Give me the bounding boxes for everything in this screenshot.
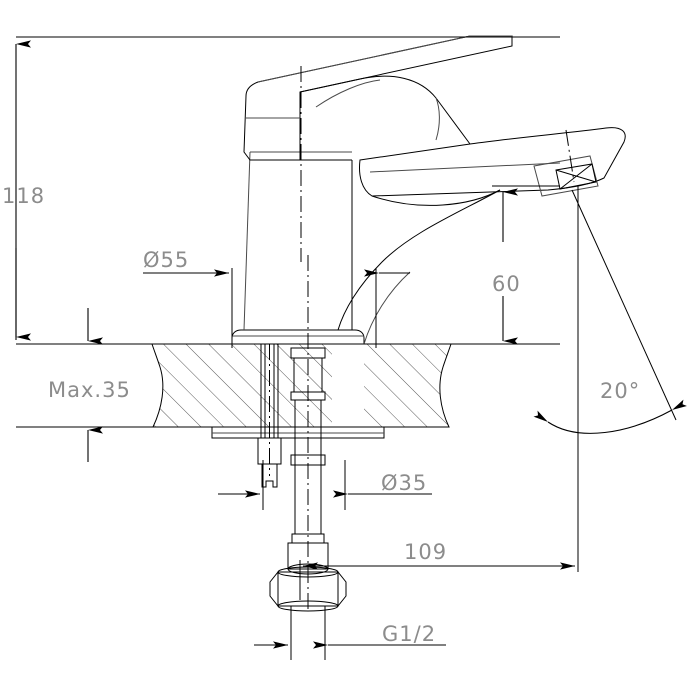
- dimension-base-dia-55: Ø55: [143, 248, 410, 348]
- dimension-thickness-max35: Max.35: [16, 308, 470, 462]
- dimension-label-dia55: Ø55: [143, 248, 189, 272]
- dim-arc-20deg: [533, 399, 687, 434]
- countertop-left-slab: [151, 343, 332, 428]
- spout-underside-curve: [337, 189, 501, 345]
- dimension-label-max35: Max.35: [48, 378, 131, 402]
- dimension-label-60: 60: [492, 272, 521, 296]
- ext-line-angle-inclined: [571, 189, 677, 421]
- dimension-thread-g12: G1/2: [254, 606, 446, 660]
- dimension-label-109: 109: [404, 540, 447, 564]
- dimension-angle-20: 20°: [533, 189, 687, 566]
- under-deck-assembly: [211, 66, 385, 612]
- faucet-column: [243, 151, 353, 331]
- dimension-height-118: 118: [2, 36, 560, 341]
- mounting-washer-plate: [211, 426, 385, 439]
- lever-handle: [243, 35, 513, 161]
- dimension-label-118: 118: [2, 184, 45, 208]
- dimension-label-20deg: 20°: [600, 379, 640, 403]
- dimension-spout-height-60: 60: [470, 185, 560, 345]
- countertop-section: [151, 343, 452, 428]
- dimension-label-dia35: Ø35: [381, 471, 427, 495]
- countertop-right-slab: [364, 343, 452, 428]
- dimension-label-g12: G1/2: [382, 622, 436, 646]
- faucet-body: [231, 35, 626, 345]
- base-escutcheon: [231, 329, 365, 345]
- dimension-hole-dia-35: Ø35: [218, 460, 432, 510]
- spout-arm: [359, 127, 626, 197]
